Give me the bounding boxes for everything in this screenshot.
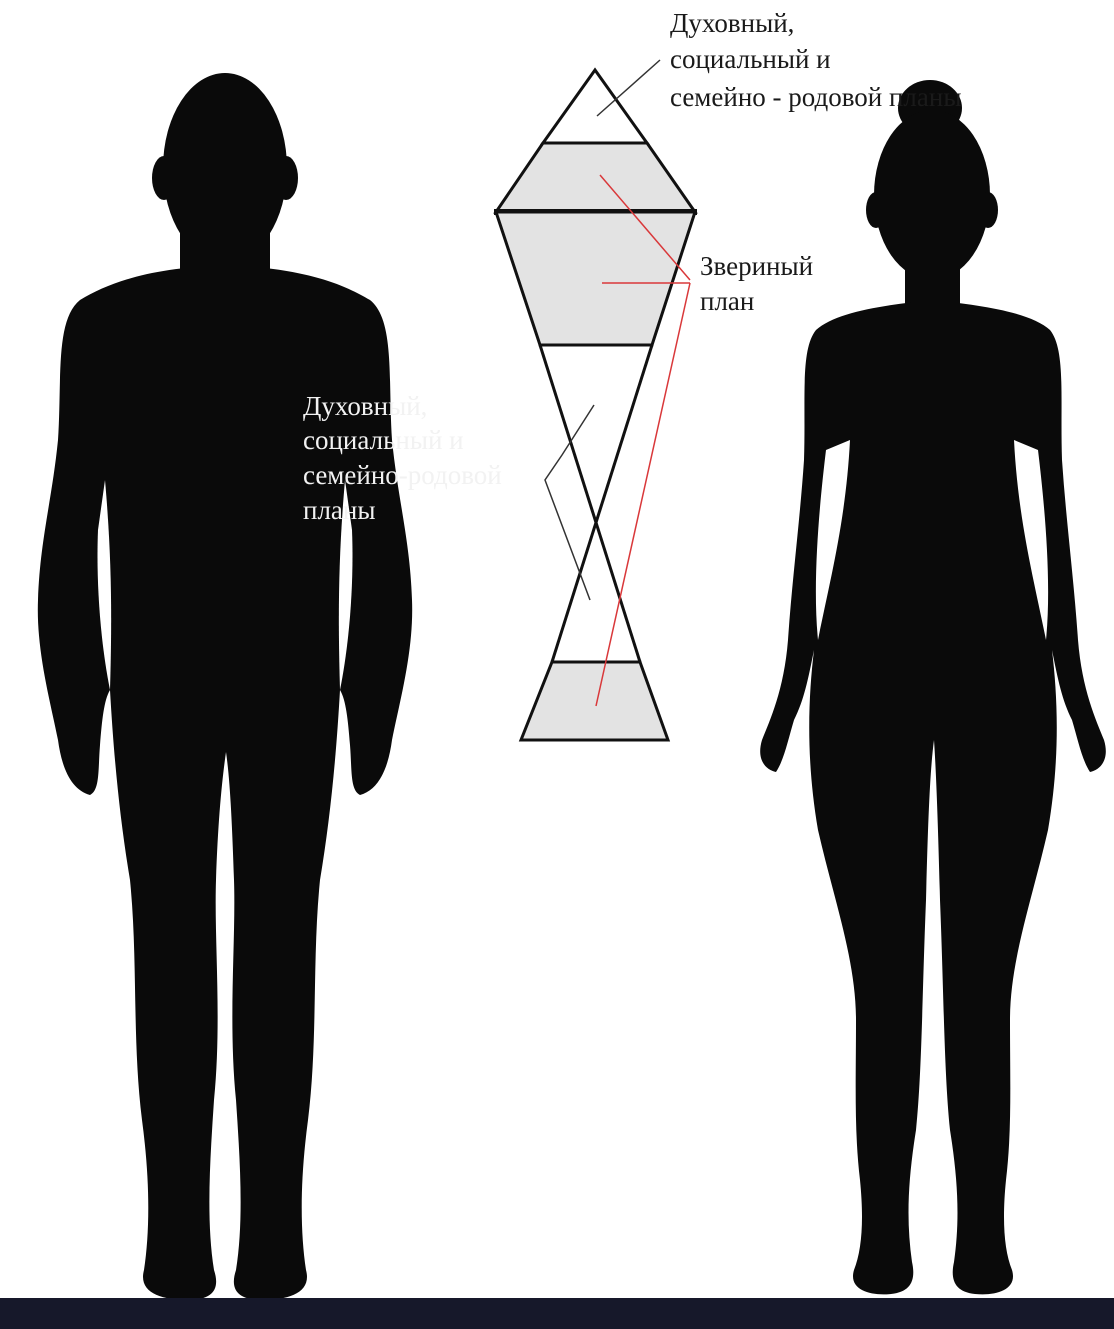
male-silhouette (38, 73, 412, 1300)
hourglass-diagram (494, 70, 697, 740)
label-top-line2: социальный и (670, 44, 831, 74)
label-top-line1: Духовный, (670, 8, 794, 38)
label-animal-line2: план (700, 286, 754, 316)
cross-line-right (552, 345, 652, 662)
label-top-right: Духовный, социальный и семейно - родовой… (670, 8, 961, 112)
label-top-line3: семейно - родовой планы (670, 82, 961, 112)
upper-gray-band (496, 143, 695, 212)
floor-bar (0, 1298, 1114, 1329)
label-left-line4: планы (303, 495, 376, 525)
label-left-line2: социальный и (303, 425, 464, 455)
label-left-line3: семейно-родовой (303, 460, 502, 490)
label-animal-plan: Звериный план (700, 251, 820, 316)
upper-apex-section (543, 70, 647, 143)
bottom-gray-band (521, 662, 668, 740)
label-animal-line1: Звериный (700, 251, 813, 281)
cross-line-left (540, 345, 640, 662)
middle-gray-band (496, 212, 695, 345)
label-left-line1: Духовный, (303, 391, 427, 421)
